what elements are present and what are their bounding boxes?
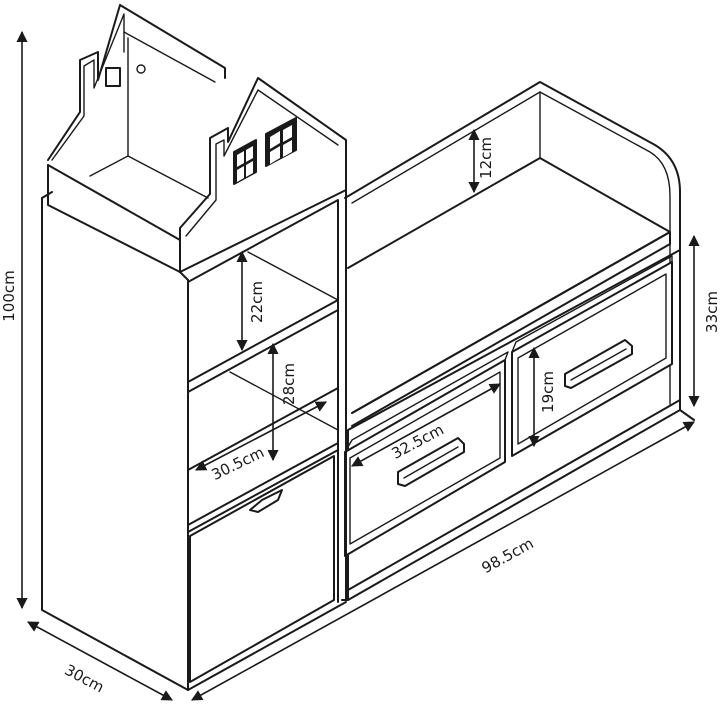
rear-hole-icon (136, 64, 146, 74)
label-shelf-width: 30.5cm (209, 443, 267, 484)
dimension-lines (16, 30, 700, 701)
front-window-left-icon (233, 139, 257, 185)
bench (341, 81, 695, 601)
label-upper-shelf-height: 22cm (248, 281, 266, 323)
label-top-compartment-height: 12cm (477, 137, 495, 179)
label-depth: 30cm (62, 661, 107, 697)
house-tower (41, 4, 347, 691)
front-window-right-icon (265, 117, 297, 167)
label-height-total: 100cm (0, 270, 18, 322)
drawer-right[interactable] (511, 255, 673, 457)
label-bench-height: 33cm (703, 291, 720, 333)
label-width-total: 98.5cm (479, 534, 537, 577)
rear-window-icon (105, 67, 121, 87)
cabinet-door[interactable] (187, 442, 339, 683)
label-lower-shelf-height: 28cm (280, 363, 298, 405)
label-drawer-height: 19cm (539, 371, 557, 413)
